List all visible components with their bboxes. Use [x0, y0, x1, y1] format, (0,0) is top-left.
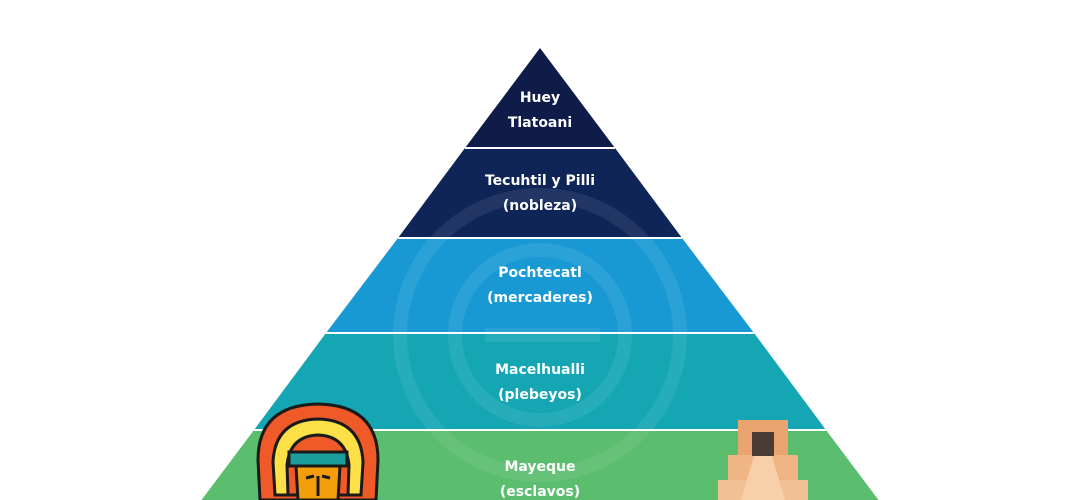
level-2-title: Tecuhtil y Pilli [485, 173, 595, 189]
level-4-title: Macelhualli [495, 362, 585, 378]
level-5-title: Mayeque [504, 459, 575, 475]
level-1-subtitle: Tlatoani [508, 115, 572, 131]
watermark-logo [393, 188, 687, 482]
level-3-band [326, 238, 754, 333]
aztec-temple-icon [718, 420, 808, 500]
level-4-subtitle: (plebeyos) [498, 387, 582, 403]
level-1-title: Huey [520, 90, 560, 106]
level-2-subtitle: (nobleza) [503, 198, 577, 214]
level-2-band [398, 148, 682, 238]
aztec-warrior-head-icon [256, 402, 380, 500]
level-5-subtitle: (esclavos) [500, 484, 580, 500]
level-3-title: Pochtecatl [498, 265, 582, 281]
level-1-band [465, 48, 615, 148]
level-4-band [254, 333, 826, 430]
level-3-subtitle: (mercaderes) [487, 290, 593, 306]
